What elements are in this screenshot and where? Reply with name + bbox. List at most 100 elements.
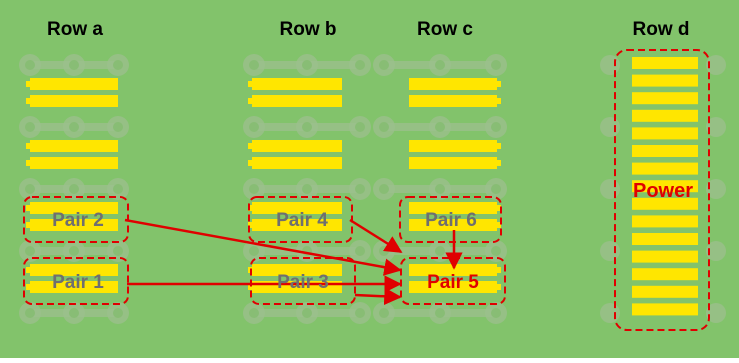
via-circle	[600, 117, 620, 137]
via-hole	[113, 308, 123, 318]
via-hole	[379, 246, 389, 256]
power-pads	[632, 57, 698, 316]
pad-tab	[491, 284, 501, 290]
signal-pad	[30, 264, 118, 276]
via-circle	[706, 241, 726, 261]
via-hole	[25, 60, 35, 70]
via-hole	[249, 122, 259, 132]
via-hole	[379, 308, 389, 318]
signal-pad	[30, 202, 118, 214]
signal-pad	[409, 264, 497, 276]
via-hole	[435, 122, 445, 132]
power-pad	[632, 197, 698, 210]
via-hole	[69, 60, 79, 70]
via-circle	[600, 179, 620, 199]
via-hole	[491, 246, 501, 256]
pad-tab	[491, 222, 501, 228]
via-hole	[249, 246, 259, 256]
signal-pad	[409, 95, 497, 107]
via-hole	[25, 308, 35, 318]
via-hole	[302, 308, 312, 318]
via-hole	[355, 60, 365, 70]
pad-tab	[248, 143, 258, 149]
pad-tab	[491, 143, 501, 149]
row-a-title: Row a	[47, 19, 103, 40]
arrow-pair4-to-pair5	[349, 218, 403, 254]
power-pad	[632, 127, 698, 140]
via-hole	[491, 184, 501, 194]
signal-pad	[409, 157, 497, 169]
pad-tab	[248, 205, 258, 211]
signal-pad	[252, 264, 342, 276]
via-circle	[600, 241, 620, 261]
via-circle	[600, 303, 620, 323]
arrow-pair3-to-pair5	[354, 287, 402, 306]
pad-tab	[248, 98, 258, 104]
pair-5-label: Pair 5	[427, 272, 479, 293]
pad-tab	[26, 160, 36, 166]
pad-tab	[26, 98, 36, 104]
via-circle	[706, 117, 726, 137]
pair-2-label: Pair 2	[52, 210, 104, 231]
pad-tab	[248, 81, 258, 87]
via-hole	[113, 60, 123, 70]
via-hole	[379, 184, 389, 194]
signal-pad	[30, 219, 118, 231]
via-hole	[302, 122, 312, 132]
pad-tab	[26, 284, 36, 290]
signal-pad	[30, 95, 118, 107]
signal-pad	[30, 140, 118, 152]
signal-pad	[252, 78, 342, 90]
power-pad	[632, 285, 698, 298]
signal-pad	[252, 219, 342, 231]
via-hole	[355, 308, 365, 318]
via-hole	[379, 122, 389, 132]
pad-tab	[491, 98, 501, 104]
via-hole	[435, 184, 445, 194]
via-hole	[113, 122, 123, 132]
signal-pad	[409, 281, 497, 293]
pad-tab	[26, 81, 36, 87]
via-hole	[355, 122, 365, 132]
pad-tab	[248, 284, 258, 290]
via-circle	[706, 179, 726, 199]
pair-3-box	[250, 257, 356, 305]
power-pad	[632, 215, 698, 228]
pad-tab	[26, 267, 36, 273]
via-hole	[249, 60, 259, 70]
via-hole	[379, 60, 389, 70]
signal-pad	[409, 140, 497, 152]
via-hole	[25, 246, 35, 256]
power-pad	[632, 268, 698, 281]
via-hole	[435, 308, 445, 318]
pad-tab	[26, 143, 36, 149]
via-circle	[706, 55, 726, 75]
via-hole	[113, 246, 123, 256]
signal-pad	[409, 78, 497, 90]
pair-4-box	[248, 196, 353, 243]
pad-tab	[248, 267, 258, 273]
signal-pad	[252, 202, 342, 214]
power-pad	[632, 109, 698, 122]
pair-4-label: Pair 4	[276, 210, 328, 231]
via-hole	[69, 246, 79, 256]
via-hole	[69, 308, 79, 318]
via-hole	[25, 122, 35, 132]
power-pad	[632, 233, 698, 245]
via-hole	[355, 246, 365, 256]
power-pad	[632, 180, 698, 193]
signal-pad	[30, 281, 118, 293]
signal-pad	[30, 78, 118, 90]
signal-pad	[409, 219, 497, 231]
via-hole	[491, 60, 501, 70]
via-hole	[249, 184, 259, 194]
via-hole	[355, 184, 365, 194]
row-c-title: Row c	[417, 19, 473, 40]
power-pad	[632, 250, 698, 263]
power-pad	[632, 74, 698, 87]
power-pad	[632, 145, 698, 157]
signal-pad	[409, 202, 497, 214]
signal-pad	[252, 157, 342, 169]
via-hole	[302, 184, 312, 194]
via-hole	[491, 122, 501, 132]
